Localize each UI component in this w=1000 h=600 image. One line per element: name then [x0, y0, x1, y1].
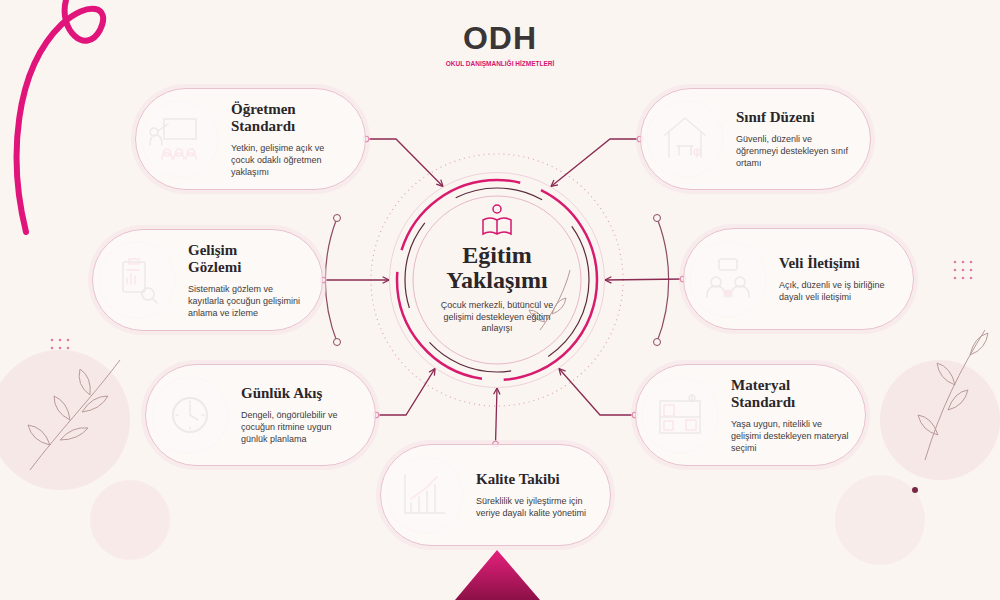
center-rings — [371, 154, 623, 406]
node-title: Veli İletişimi — [779, 255, 863, 272]
background-blob — [880, 360, 1000, 480]
topic-pill: Materyal StandardıYaşa uygun, nitelikli … — [635, 364, 866, 466]
text-group: Eğitim YaklaşımıÇocuk merkezli, bütüncül… — [427, 173, 567, 335]
dot-grid — [962, 277, 965, 280]
dot-grid — [67, 347, 70, 350]
text-group: Kalite TakibiSüreklilik ve iyileştirme i… — [476, 471, 594, 519]
node-description: Yaşa uygun, nitelikli ve gelişimi destek… — [731, 418, 849, 454]
background-blob — [0, 350, 1000, 565]
logo-text: ODH — [420, 20, 580, 56]
dot-grid — [970, 261, 973, 264]
center-rings — [334, 215, 341, 222]
text-group: Veli İletişimiAçık, düzenli ve iş birliğ… — [779, 255, 897, 303]
node-description: Sistematik gözlem ve kayıtlarla çocuğun … — [188, 283, 306, 319]
center-rings — [654, 215, 661, 222]
node-title: Öğretmen Standardı — [231, 101, 315, 135]
text-group: Materyal StandardıYaşa uygun, nitelikli … — [731, 377, 849, 454]
pink-swirl — [17, 0, 104, 232]
center-rings — [657, 218, 669, 342]
dot-grid — [51, 347, 54, 350]
dot-grid — [962, 269, 965, 272]
center-rings — [413, 196, 581, 364]
topic-pill: Günlük AkışDengeli, öngörülebilir ve çoc… — [145, 364, 376, 466]
topic-pill: Öğretmen StandardıYetkin, gelişime açık … — [135, 88, 366, 190]
connector — [366, 139, 443, 186]
text-group: Sınıf DüzeniGüvenli, düzenli ve öğrenmey… — [736, 109, 854, 169]
node-title: Eğitim Yaklaşımı — [432, 243, 562, 293]
dot-grid — [59, 339, 62, 342]
topic-pill: Kalite TakibiSüreklilik ve iyileştirme i… — [380, 444, 611, 546]
dot-grid — [59, 347, 62, 350]
background-blob — [0, 350, 130, 490]
node-title: Sınıf Düzeni — [736, 109, 820, 126]
dot-grid — [954, 269, 957, 272]
book-icon — [493, 205, 501, 213]
node-description: Dengeli, öngörülebilir ve çocuğun ritmin… — [241, 409, 359, 445]
connector — [559, 368, 635, 415]
text-group: Öğretmen StandardıYetkin, gelişime açık … — [231, 101, 349, 178]
center-rings — [405, 188, 589, 372]
dot-grid — [970, 269, 973, 272]
connector — [496, 388, 498, 444]
leaf-sprig — [925, 330, 985, 460]
topic-pill: Veli İletişimiAçık, düzenli ve iş birliğ… — [683, 228, 914, 330]
node-description: Açık, düzenli ve iş birliğine dayalı vel… — [779, 279, 897, 303]
dot-grid — [970, 277, 973, 280]
bottom-triangle — [455, 550, 540, 600]
text-group: Günlük AkışDengeli, öngörülebilir ve çoc… — [241, 385, 359, 445]
node-description: Süreklilik ve iyileştirme için veriye da… — [476, 495, 594, 519]
node-title: Materyal Standardı — [731, 377, 815, 411]
dot-grid — [912, 487, 918, 493]
connector — [551, 139, 640, 186]
leaf-sprig — [918, 333, 988, 435]
connector — [323, 279, 389, 280]
dot-grid — [51, 339, 54, 342]
background-blob — [90, 480, 170, 560]
connector — [605, 279, 683, 280]
logo-subtitle: OKUL DANIŞMANLIĞI HİZMETLERİ — [400, 60, 600, 68]
center-rings — [654, 339, 661, 346]
node-title: Gelişim Gözlemi — [188, 242, 272, 276]
text-group: Gelişim GözlemiSistematik gözlem ve kayı… — [188, 242, 306, 319]
center-rings — [334, 339, 341, 346]
topic-pill: Gelişim GözlemiSistematik gözlem ve kayı… — [92, 229, 323, 331]
topic-pill: Sınıf DüzeniGüvenli, düzenli ve öğrenmey… — [640, 88, 871, 190]
background-blob — [835, 475, 925, 565]
center-rings — [397, 180, 597, 380]
node-description: Güvenli, düzenli ve öğrenmeyi destekleye… — [736, 133, 854, 169]
leaf-sprig — [28, 369, 108, 445]
book-icon — [483, 205, 511, 234]
dot-grid — [962, 261, 965, 264]
bottom-triangle — [455, 550, 540, 600]
center-circle: Eğitim YaklaşımıÇocuk merkezli, bütüncül… — [389, 172, 605, 388]
node-title: Günlük Akış — [241, 385, 325, 402]
node-description: Çocuk merkezli, bütüncül ve gelişimi des… — [439, 300, 555, 335]
connector — [376, 368, 435, 415]
leaf-sprig — [30, 360, 120, 470]
dot-grid — [67, 339, 70, 342]
node-description: Yetkin, gelişime açık ve çocuk odaklı öğ… — [231, 142, 349, 178]
dot-grid — [954, 261, 957, 264]
pink-swirl — [17, 0, 104, 232]
dot-grid — [954, 277, 957, 280]
node-title: Kalite Takibi — [476, 471, 560, 488]
book-icon — [483, 218, 511, 234]
